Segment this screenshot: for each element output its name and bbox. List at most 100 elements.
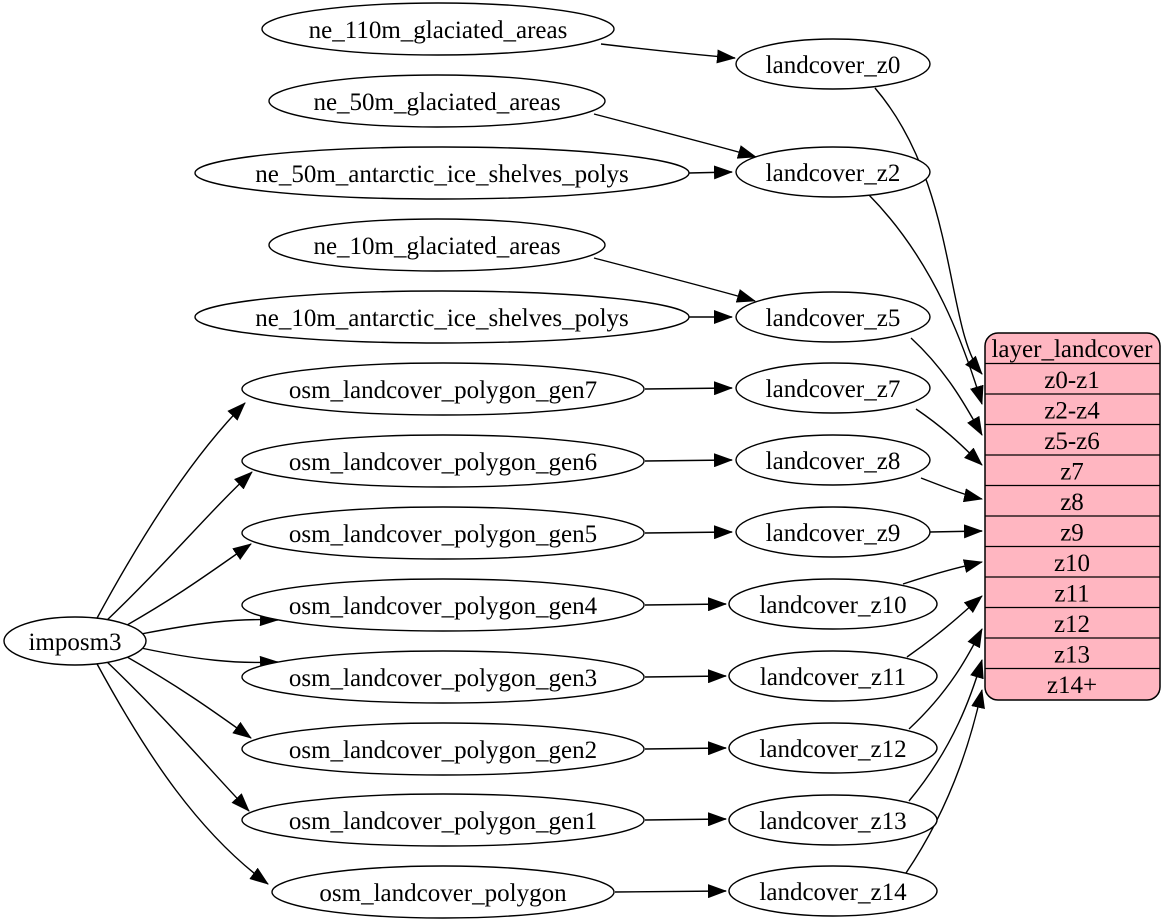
node-osm-landcover-polygon-gen4-label: osm_landcover_polygon_gen4	[289, 593, 598, 620]
edge-landcover-z10-to-row-z10	[902, 559, 983, 585]
node-landcover-z11: landcover_z11	[728, 650, 938, 702]
edge-landcover-z13-to-row-z13	[908, 659, 984, 802]
node-landcover-z0: landcover_z0	[735, 38, 931, 90]
node-landcover-z13-label: landcover_z13	[759, 808, 906, 835]
node-landcover-z5-shape	[735, 291, 931, 343]
node-landcover-z8-label: landcover_z8	[766, 448, 901, 475]
node-ne-50m-antarctic-ice-shelves-polys-label: ne_50m_antarctic_ice_shelves_polys	[255, 161, 629, 188]
table-row-z5-z6: z5-z6	[1044, 428, 1100, 455]
node-landcover-z11-label: landcover_z11	[760, 664, 906, 691]
node-osm-landcover-polygon-gen2: osm_landcover_polygon_gen2	[241, 722, 645, 776]
node-osm-landcover-polygon-gen7: osm_landcover_polygon_gen7	[241, 362, 645, 416]
edge-ne-110m-glaciated-areas-to-landcover-z0	[600, 43, 736, 64]
node-osm-landcover-polygon-gen4: osm_landcover_polygon_gen4	[241, 578, 645, 632]
edge-imposm3-to-osm-landcover-polygon-gen4	[140, 612, 279, 635]
node-osm-landcover-polygon-gen1: osm_landcover_polygon_gen1	[241, 793, 645, 847]
edge-landcover-z14-to-row-z14plus	[905, 689, 985, 874]
node-ne-10m-antarctic-ice-shelves-polys-shape	[194, 290, 690, 344]
node-osm-landcover-polygon-gen4-shape	[241, 578, 645, 632]
node-landcover-z14-shape	[728, 865, 938, 917]
node-landcover-z13-shape	[728, 794, 938, 846]
edge-landcover-z12-to-row-z12	[908, 628, 983, 730]
node-osm-landcover-polygon-shape	[271, 865, 615, 919]
edge-osm-landcover-polygon-gen7-to-landcover-z7	[644, 381, 733, 396]
node-osm-landcover-polygon-gen7-shape	[241, 362, 645, 416]
node-osm-landcover-polygon-gen1-label: osm_landcover_polygon_gen1	[289, 808, 597, 835]
node-landcover-z8: landcover_z8	[735, 434, 931, 486]
edge-landcover-z5-to-row-z5-z6	[910, 337, 983, 436]
node-landcover-z7: landcover_z7	[735, 362, 931, 414]
edge-imposm3-to-osm-landcover-polygon-gen3	[140, 647, 279, 670]
node-ne-50m-glaciated-areas-shape	[268, 74, 606, 128]
node-ne-10m-glaciated-areas-label: ne_10m_glaciated_areas	[313, 233, 560, 260]
node-ne-10m-antarctic-ice-shelves-polys: ne_10m_antarctic_ice_shelves_polys	[194, 290, 690, 344]
nodes-group: imposm3 ne_110m_glaciated_areas ne_50m_g…	[3, 2, 938, 919]
node-osm-landcover-polygon-gen5-label: osm_landcover_polygon_gen5	[289, 521, 597, 548]
edge-landcover-z8-to-row-z8	[920, 477, 983, 503]
node-osm-landcover-polygon-label: osm_landcover_polygon	[319, 880, 567, 907]
edge-imposm3-to-osm-landcover-polygon-gen1	[103, 658, 250, 812]
edge-osm-landcover-polygon-gen5-to-landcover-z9	[644, 525, 733, 540]
table-row-z7: z7	[1060, 458, 1084, 485]
node-landcover-z12-shape	[728, 722, 938, 774]
node-osm-landcover-polygon-gen3-shape	[241, 650, 645, 704]
table-row-z8: z8	[1060, 489, 1084, 516]
edge-imposm3-to-osm-landcover-polygon-gen6	[103, 471, 253, 624]
table-row-z14plus: z14+	[1047, 672, 1097, 699]
edge-osm-landcover-polygon-gen2-to-landcover-z12	[644, 741, 727, 756]
node-ne-110m-glaciated-areas-label: ne_110m_glaciated_areas	[309, 17, 568, 44]
node-osm-landcover-polygon-gen7-label: osm_landcover_polygon_gen7	[289, 377, 597, 404]
node-osm-landcover-polygon-gen5-shape	[241, 506, 645, 560]
node-osm-landcover-polygon-gen6: osm_landcover_polygon_gen6	[241, 434, 645, 488]
node-ne-110m-glaciated-areas: ne_110m_glaciated_areas	[261, 2, 615, 56]
edge-osm-landcover-polygon-gen4-to-landcover-z10	[644, 597, 727, 612]
edge-landcover-z2-to-row-z2-z4	[868, 194, 984, 405]
edge-ne-10m-glaciated-areas-to-landcover-z5	[593, 257, 756, 303]
node-ne-50m-glaciated-areas: ne_50m_glaciated_areas	[268, 74, 606, 128]
edge-imposm3-to-osm-landcover-polygon-gen7	[95, 402, 246, 621]
table-row-z11: z11	[1054, 580, 1089, 607]
node-osm-landcover-polygon-gen6-label: osm_landcover_polygon_gen6	[289, 449, 597, 476]
node-osm-landcover-polygon-gen3-label: osm_landcover_polygon_gen3	[289, 665, 597, 692]
node-landcover-z2: landcover_z2	[735, 146, 931, 198]
node-landcover-z2-shape	[735, 146, 931, 198]
node-landcover-z10: landcover_z10	[728, 578, 938, 630]
node-landcover-z12-label: landcover_z12	[759, 736, 906, 763]
node-ne-50m-glaciated-areas-label: ne_50m_glaciated_areas	[313, 89, 560, 116]
node-osm-landcover-polygon-gen2-shape	[241, 722, 645, 776]
edge-osm-landcover-polygon-gen3-to-landcover-z11	[644, 669, 727, 684]
node-landcover-z9: landcover_z9	[735, 506, 931, 558]
table-row-z12: z12	[1054, 611, 1090, 638]
edge-landcover-z9-to-row-z9	[929, 524, 983, 539]
table-row-z9: z9	[1060, 519, 1084, 546]
table-row-z0-z1: z0-z1	[1044, 367, 1100, 394]
edge-imposm3-to-osm-landcover-polygon-gen5	[119, 543, 252, 630]
table-title: layer_landcover	[991, 336, 1153, 363]
node-landcover-z13: landcover_z13	[728, 794, 938, 846]
node-landcover-z5: landcover_z5	[735, 291, 931, 343]
edge-osm-landcover-polygon-to-landcover-z14	[614, 884, 727, 899]
edge-imposm3-to-osm-landcover-polygon-gen2	[119, 652, 252, 739]
node-landcover-z8-shape	[735, 434, 931, 486]
node-landcover-z5-label: landcover_z5	[766, 305, 901, 332]
node-ne-50m-antarctic-ice-shelves-polys: ne_50m_antarctic_ice_shelves_polys	[194, 146, 690, 200]
edge-ne-50m-glaciated-areas-to-landcover-z2	[593, 113, 757, 159]
edge-landcover-z0-to-row-z0-z1	[874, 87, 983, 375]
node-landcover-z0-shape	[735, 38, 931, 90]
node-landcover-z7-shape	[735, 362, 931, 414]
node-landcover-z14-label: landcover_z14	[759, 879, 907, 906]
edge-osm-landcover-polygon-gen1-to-landcover-z13	[644, 812, 727, 827]
node-landcover-z9-label: landcover_z9	[766, 520, 901, 547]
table-layer-landcover: layer_landcover z0-z1 z2-z4 z5-z6 z7 z8 …	[984, 332, 1161, 701]
node-landcover-z2-label: landcover_z2	[766, 160, 901, 187]
table-row-z10: z10	[1054, 550, 1090, 577]
node-osm-landcover-polygon: osm_landcover_polygon	[271, 865, 615, 919]
node-landcover-z10-label: landcover_z10	[759, 592, 906, 619]
table-row-z2-z4: z2-z4	[1044, 397, 1100, 424]
node-ne-10m-antarctic-ice-shelves-polys-label: ne_10m_antarctic_ice_shelves_polys	[255, 305, 629, 332]
edge-imposm3-to-osm-landcover-polygon	[95, 661, 269, 885]
edge-osm-landcover-polygon-gen6-to-landcover-z8	[644, 453, 733, 468]
node-ne-50m-antarctic-ice-shelves-polys-shape	[194, 146, 690, 200]
node-osm-landcover-polygon-gen6-shape	[241, 434, 645, 488]
